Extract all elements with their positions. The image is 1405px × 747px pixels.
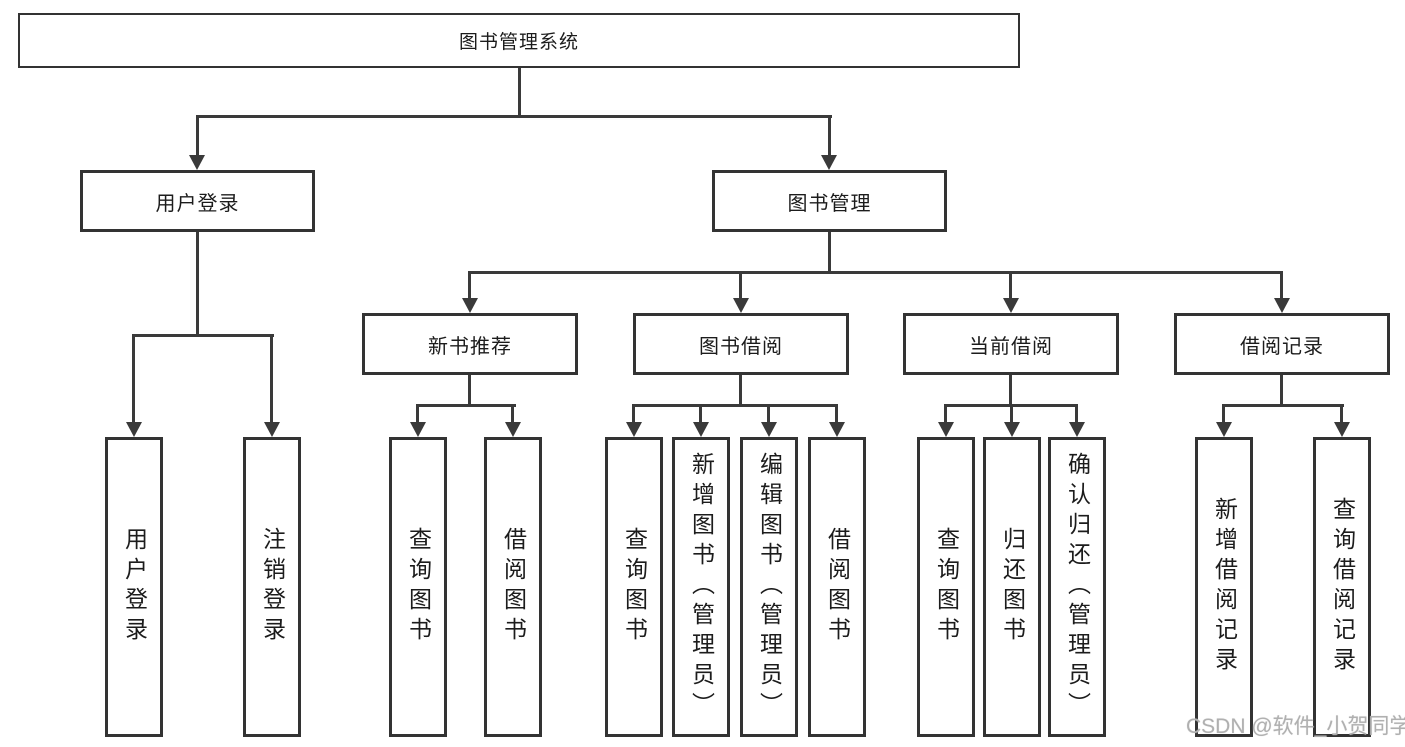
node-book-borrow: 图书借阅 <box>633 313 849 375</box>
connector-new-book-rec-branch <box>416 404 516 407</box>
leaf-current-query-books: 查询图书 <box>917 437 975 737</box>
node-current-borrow: 当前借阅 <box>903 313 1119 375</box>
arrowhead <box>626 422 642 437</box>
connector-new-book-rec-stem <box>468 375 471 406</box>
leaf-edit-books-admin: 编辑图书（管理员） <box>740 437 798 737</box>
connector-drop <box>416 404 419 424</box>
leaf-return-books-label: 归还图书 <box>999 527 1026 647</box>
connector-drop-book-borrow <box>739 271 742 300</box>
connector-drop <box>699 404 702 424</box>
leaf-current-query-books-label: 查询图书 <box>933 527 960 647</box>
arrowhead <box>1004 422 1020 437</box>
arrowhead <box>821 155 837 170</box>
node-book-mgmt: 图书管理 <box>712 170 947 232</box>
arrowhead <box>733 298 749 313</box>
connector-drop-login <box>132 334 135 423</box>
node-new-book-rec-label: 新书推荐 <box>428 335 512 358</box>
leaf-newrec-query-books: 查询图书 <box>389 437 447 737</box>
leaf-logout-label: 注销登录 <box>259 527 286 647</box>
leaf-return-books: 归还图书 <box>983 437 1041 737</box>
arrowhead <box>462 298 478 313</box>
node-borrow-records-label: 借阅记录 <box>1240 335 1324 358</box>
leaf-borrow-books-label: 借阅图书 <box>824 527 851 647</box>
leaf-user-login-label: 用户登录 <box>121 527 148 647</box>
leaf-add-books-admin: 新增图书（管理员） <box>672 437 730 737</box>
node-user-login: 用户登录 <box>80 170 315 232</box>
leaf-borrow-query-books: 查询图书 <box>605 437 663 737</box>
node-new-book-rec: 新书推荐 <box>362 313 578 375</box>
leaf-add-borrow-record: 新增借阅记录 <box>1195 437 1253 737</box>
connector-drop-book-mgmt <box>828 115 831 157</box>
leaf-logout: 注销登录 <box>243 437 301 737</box>
connector-borrow-records-stem <box>1280 375 1283 406</box>
connector-drop <box>632 404 635 424</box>
connector-drop <box>944 404 947 424</box>
arrowhead <box>761 422 777 437</box>
arrowhead <box>1003 298 1019 313</box>
connector-drop-logout <box>270 334 273 423</box>
leaf-newrec-borrow-books: 借阅图书 <box>484 437 542 737</box>
connector-root-stem <box>518 68 521 117</box>
connector-book-mgmt-branch <box>468 271 1283 274</box>
arrowhead <box>829 422 845 437</box>
node-book-mgmt-label: 图书管理 <box>787 192 872 215</box>
connector-drop-current-borrow <box>1009 271 1012 300</box>
leaf-borrow-query-books-label: 查询图书 <box>621 527 648 647</box>
node-borrow-records: 借阅记录 <box>1174 313 1390 375</box>
leaf-newrec-query-books-label: 查询图书 <box>405 527 432 647</box>
connector-current-borrow-stem <box>1009 375 1012 406</box>
arrowhead <box>938 422 954 437</box>
connector-drop-borrow-records <box>1280 271 1283 300</box>
leaf-newrec-borrow-books-label: 借阅图书 <box>500 527 527 647</box>
leaf-user-login: 用户登录 <box>105 437 163 737</box>
connector-drop <box>1010 404 1013 424</box>
leaf-edit-books-admin-label: 编辑图书（管理员） <box>756 452 783 722</box>
arrowhead <box>1274 298 1290 313</box>
connector-book-borrow-stem <box>739 375 742 406</box>
arrowhead <box>1069 422 1085 437</box>
connector-drop-new-book-rec <box>468 271 471 300</box>
leaf-add-borrow-record-label: 新增借阅记录 <box>1211 497 1238 677</box>
arrowhead <box>410 422 426 437</box>
connector-drop <box>1340 404 1343 424</box>
connector-drop <box>767 404 770 424</box>
leaf-confirm-return-admin: 确认归还（管理员） <box>1048 437 1106 737</box>
arrowhead <box>264 422 280 437</box>
connector-book-borrow-branch <box>632 404 838 407</box>
node-root-label: 图书管理系统 <box>458 32 579 53</box>
csdn-watermark: CSDN @软件_小贺同学 <box>1186 715 1405 738</box>
connector-root-branch <box>196 115 832 118</box>
connector-user-login-branch <box>132 334 274 337</box>
connector-drop <box>511 404 514 424</box>
arrowhead <box>1334 422 1350 437</box>
arrowhead <box>693 422 709 437</box>
connector-drop <box>1075 404 1078 424</box>
connector-user-login-stem <box>196 232 199 336</box>
leaf-borrow-books: 借阅图书 <box>808 437 866 737</box>
leaf-confirm-return-admin-label: 确认归还（管理员） <box>1064 452 1091 722</box>
node-book-borrow-label: 图书借阅 <box>699 335 783 358</box>
leaf-query-borrow-record-label: 查询借阅记录 <box>1329 497 1356 677</box>
arrowhead <box>189 155 205 170</box>
connector-drop <box>1222 404 1225 424</box>
connector-borrow-records-branch <box>1222 404 1344 407</box>
node-user-login-label: 用户登录 <box>155 192 240 215</box>
node-root: 图书管理系统 <box>18 13 1020 68</box>
arrowhead <box>1216 422 1232 437</box>
connector-book-mgmt-stem <box>828 232 831 273</box>
connector-drop <box>835 404 838 424</box>
leaf-add-books-admin-label: 新增图书（管理员） <box>688 452 715 722</box>
arrowhead <box>505 422 521 437</box>
arrowhead <box>126 422 142 437</box>
leaf-query-borrow-record: 查询借阅记录 <box>1313 437 1371 737</box>
node-current-borrow-label: 当前借阅 <box>969 335 1053 358</box>
connector-drop-user-login <box>196 115 199 157</box>
